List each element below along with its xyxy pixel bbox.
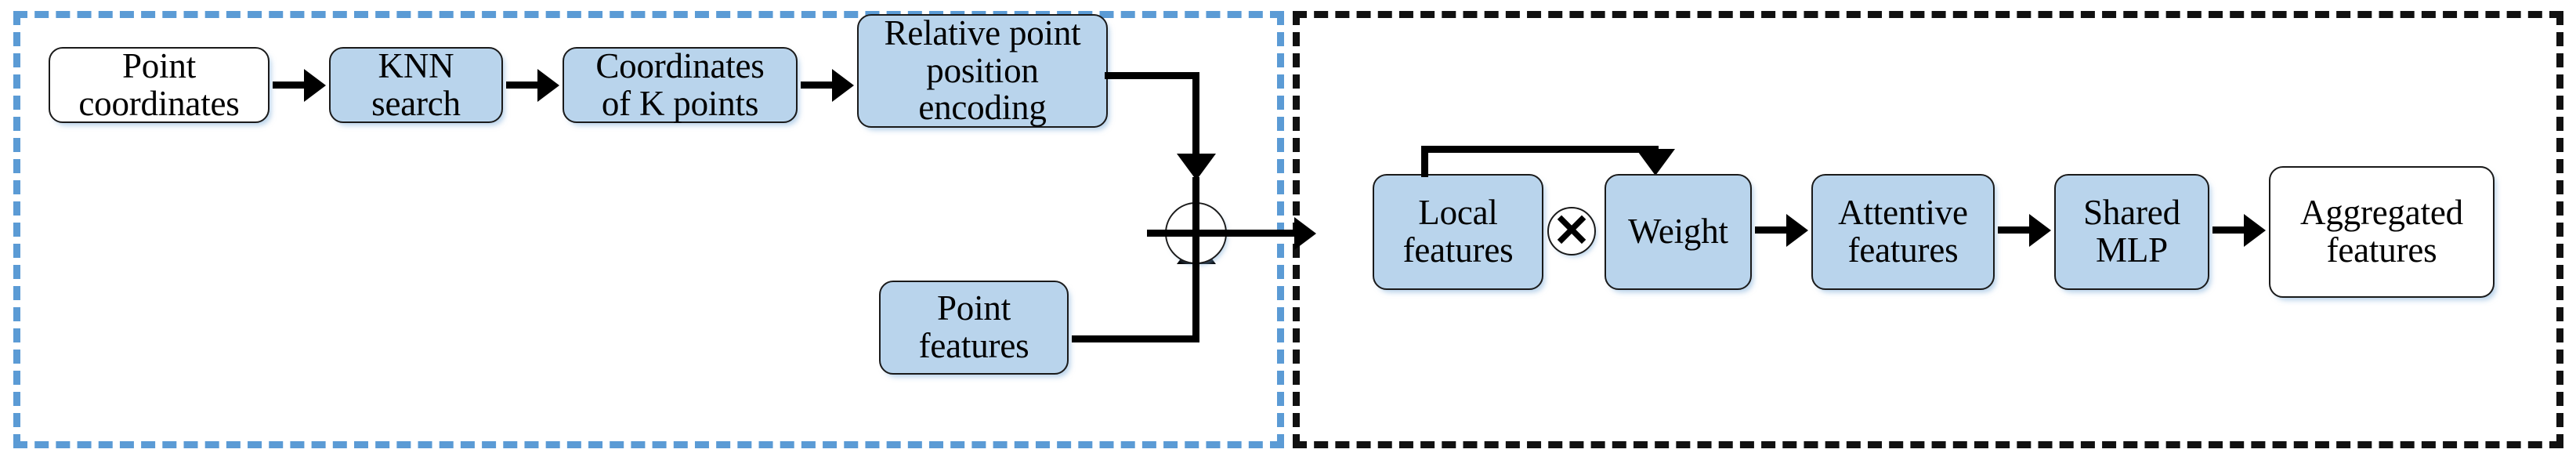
- multiply-icon: ✕: [1552, 205, 1591, 256]
- connector-pointfeat-to-concat-horizontal: [1072, 335, 1199, 342]
- connector-rppe-to-concat-horizontal: [1105, 72, 1199, 79]
- arrowhead-concat-to-localfeat-icon: [1294, 217, 1316, 250]
- arrowhead-coords-to-knn-icon: [304, 69, 326, 102]
- node-attentive-features-label: Attentive features: [1838, 193, 1968, 270]
- node-aggregated-features[interactable]: Aggregated features: [2269, 166, 2495, 298]
- node-point-coordinates[interactable]: Point coordinates: [49, 47, 270, 123]
- connector-localfeat-loop-up: [1421, 146, 1428, 177]
- node-coordinates-of-k-points-label: Coordinates of K points: [595, 45, 765, 123]
- connector-rppe-to-concat-vertical: [1192, 72, 1199, 161]
- node-local-features-label: Local features: [1402, 193, 1514, 270]
- arrowhead-attentive-to-mlp-icon: [2029, 214, 2051, 247]
- node-knn-search-label: KNN search: [371, 45, 461, 123]
- arrowhead-weight-to-attentive-icon: [1786, 214, 1808, 247]
- node-local-features[interactable]: Local features: [1373, 174, 1543, 290]
- connector-weight-to-attentive: [1755, 226, 1788, 234]
- arrowhead-knn-to-coordk-icon: [537, 69, 559, 102]
- node-knn-search[interactable]: KNN search: [329, 47, 503, 123]
- connector-coords-to-knn: [273, 82, 306, 89]
- connector-localfeat-loop-across: [1421, 146, 1659, 153]
- node-attentive-features[interactable]: Attentive features: [1811, 174, 1995, 290]
- node-relative-point-position-encoding-label: Relative point position encoding: [884, 13, 1081, 128]
- connector-mlp-to-aggregated: [2212, 226, 2245, 234]
- concat-plus-horizontal-stroke-icon: [1147, 230, 1298, 237]
- node-shared-mlp-label: Shared MLP: [2083, 193, 2180, 270]
- arrowhead-loop-to-weight-icon: [1636, 149, 1675, 176]
- node-point-features[interactable]: Point features: [879, 281, 1069, 375]
- node-shared-mlp[interactable]: Shared MLP: [2054, 174, 2209, 290]
- node-relative-point-position-encoding[interactable]: Relative point position encoding: [857, 14, 1108, 128]
- arrowhead-coordk-to-rppe-icon: [832, 69, 854, 102]
- arrowhead-rppe-to-concat-icon: [1177, 154, 1216, 180]
- connector-attentive-to-mlp: [1998, 226, 2031, 234]
- elementwise-multiply-operator[interactable]: ✕: [1547, 207, 1596, 255]
- node-weight-label: Weight: [1628, 212, 1728, 252]
- connector-coordk-to-rppe: [801, 82, 834, 89]
- node-point-coordinates-label: Point coordinates: [78, 45, 240, 123]
- arrowhead-mlp-to-aggregated-icon: [2244, 214, 2266, 247]
- connector-knn-to-coordk: [506, 82, 539, 89]
- node-aggregated-features-label: Aggregated features: [2300, 193, 2463, 270]
- node-coordinates-of-k-points[interactable]: Coordinates of K points: [563, 47, 798, 123]
- node-point-features-label: Point features: [918, 288, 1029, 365]
- node-weight[interactable]: Weight: [1605, 174, 1752, 290]
